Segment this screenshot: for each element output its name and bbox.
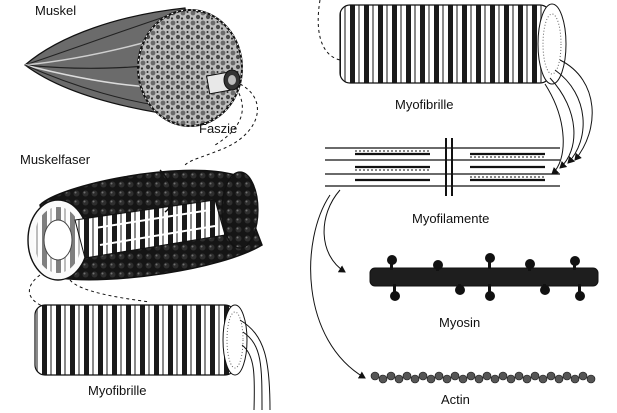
- myosin-illustration: [369, 253, 599, 301]
- label-actin: Actin: [441, 392, 470, 407]
- label-myofibrille-right: Myofibrille: [395, 97, 454, 112]
- label-myofilamente: Myofilamente: [412, 211, 490, 226]
- label-muskelfaser: Muskelfaser: [20, 152, 91, 167]
- connector-dashed-1: [184, 83, 258, 166]
- label-muskel: Muskel: [35, 3, 77, 18]
- label-faszie: Faszie: [199, 121, 238, 136]
- myofilaments-illustration: [310, 138, 560, 379]
- myofibril-right-illustration: [317, 0, 593, 175]
- label-myosin: Myosin: [439, 315, 481, 330]
- muscle-illustration: [24, 7, 243, 127]
- muscle-fiber-illustration: [27, 169, 263, 281]
- label-myofibrille-left: Myofibrille: [88, 383, 147, 398]
- connector-dashed-2b: [69, 279, 151, 303]
- actin-illustration: [370, 371, 596, 384]
- myofibril-left-illustration: [34, 304, 271, 411]
- connector-dashed-2: [28, 274, 56, 311]
- connector-dashed-1b: [214, 87, 243, 146]
